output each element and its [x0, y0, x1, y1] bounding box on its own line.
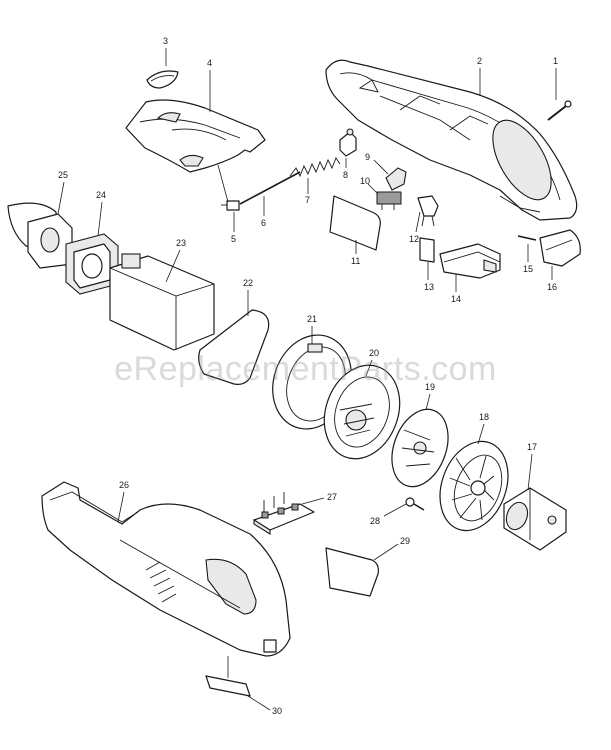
part-13-plate[interactable]: [419, 237, 435, 263]
label-16: 16: [547, 282, 557, 292]
label-3: 3: [163, 36, 168, 46]
part-8-button[interactable]: [339, 128, 357, 157]
leader-23: [165, 249, 181, 283]
part-14-switch-housing[interactable]: [439, 243, 501, 279]
label-19: 19: [425, 382, 435, 392]
label-17: 17: [527, 442, 537, 452]
leader-17: [527, 453, 533, 491]
part-2-upper-housing[interactable]: [325, 59, 578, 221]
part-16-latch[interactable]: [539, 229, 581, 267]
leader-18: [477, 423, 485, 445]
part-9-switch-knob[interactable]: [385, 167, 407, 191]
leader-9: [373, 159, 389, 175]
label-2: 2: [477, 56, 482, 66]
part-17-motor[interactable]: [503, 487, 567, 551]
label-11: 11: [351, 256, 360, 266]
label-5: 5: [231, 234, 236, 244]
part-22-gasket[interactable]: [198, 309, 270, 385]
part-26-lower-housing[interactable]: [41, 481, 291, 657]
part-4-top-cover[interactable]: [125, 99, 266, 173]
leader-27: [301, 497, 325, 505]
label-23: 23: [176, 238, 186, 248]
label-24: 24: [96, 190, 106, 200]
leader-20: [365, 359, 373, 377]
leader-12: [415, 211, 421, 233]
label-1: 1: [553, 56, 558, 66]
part-3-cap[interactable]: [146, 70, 179, 89]
leader-24: [97, 201, 103, 237]
label-25: 25: [58, 170, 68, 180]
part-10-switch[interactable]: [376, 191, 402, 210]
part-12-terminal[interactable]: [417, 195, 439, 227]
part-1-screw[interactable]: [547, 100, 572, 121]
leader-25: [57, 181, 65, 215]
leader-10: [367, 183, 379, 195]
leader-29: [373, 543, 399, 561]
label-12: 12: [409, 234, 419, 244]
part-18-fan[interactable]: [428, 432, 520, 540]
label-21: 21: [307, 314, 317, 324]
label-7: 7: [305, 195, 310, 205]
label-22: 22: [243, 278, 253, 288]
label-14: 14: [451, 294, 461, 304]
part-30-nameplate[interactable]: [205, 675, 251, 697]
part-15-pin[interactable]: [517, 235, 537, 241]
label-29: 29: [400, 536, 410, 546]
part-29-pad[interactable]: [325, 547, 379, 597]
label-6: 6: [261, 218, 266, 228]
label-13: 13: [424, 282, 434, 292]
label-26: 26: [119, 480, 129, 490]
label-27: 27: [327, 492, 337, 502]
label-18: 18: [479, 412, 489, 422]
label-9: 9: [365, 152, 370, 162]
label-28: 28: [370, 516, 380, 526]
leader-28: [383, 503, 407, 517]
label-20: 20: [369, 348, 379, 358]
label-8: 8: [343, 170, 348, 180]
label-15: 15: [523, 264, 533, 274]
part-25-nozzle[interactable]: [7, 202, 73, 269]
leader-30: [247, 695, 271, 711]
part-6-rod[interactable]: [239, 171, 301, 205]
leader-26: [117, 491, 125, 523]
part-24-filter-frame[interactable]: [65, 233, 119, 295]
part-20-fan-housing[interactable]: [312, 355, 412, 470]
leader-19: [425, 393, 431, 411]
part-7-spring[interactable]: [289, 157, 341, 178]
label-10: 10: [360, 176, 370, 186]
part-27-circuit-board[interactable]: [253, 492, 315, 535]
label-30: 30: [272, 706, 282, 716]
part-11-pad[interactable]: [329, 195, 381, 251]
part-28-screw[interactable]: [405, 497, 425, 511]
part-19-fan-disc[interactable]: [382, 402, 458, 495]
label-4: 4: [207, 58, 212, 68]
part-23-filter-block[interactable]: [109, 253, 215, 351]
leader-4b: [217, 164, 229, 203]
part-5-clip[interactable]: [221, 200, 240, 211]
